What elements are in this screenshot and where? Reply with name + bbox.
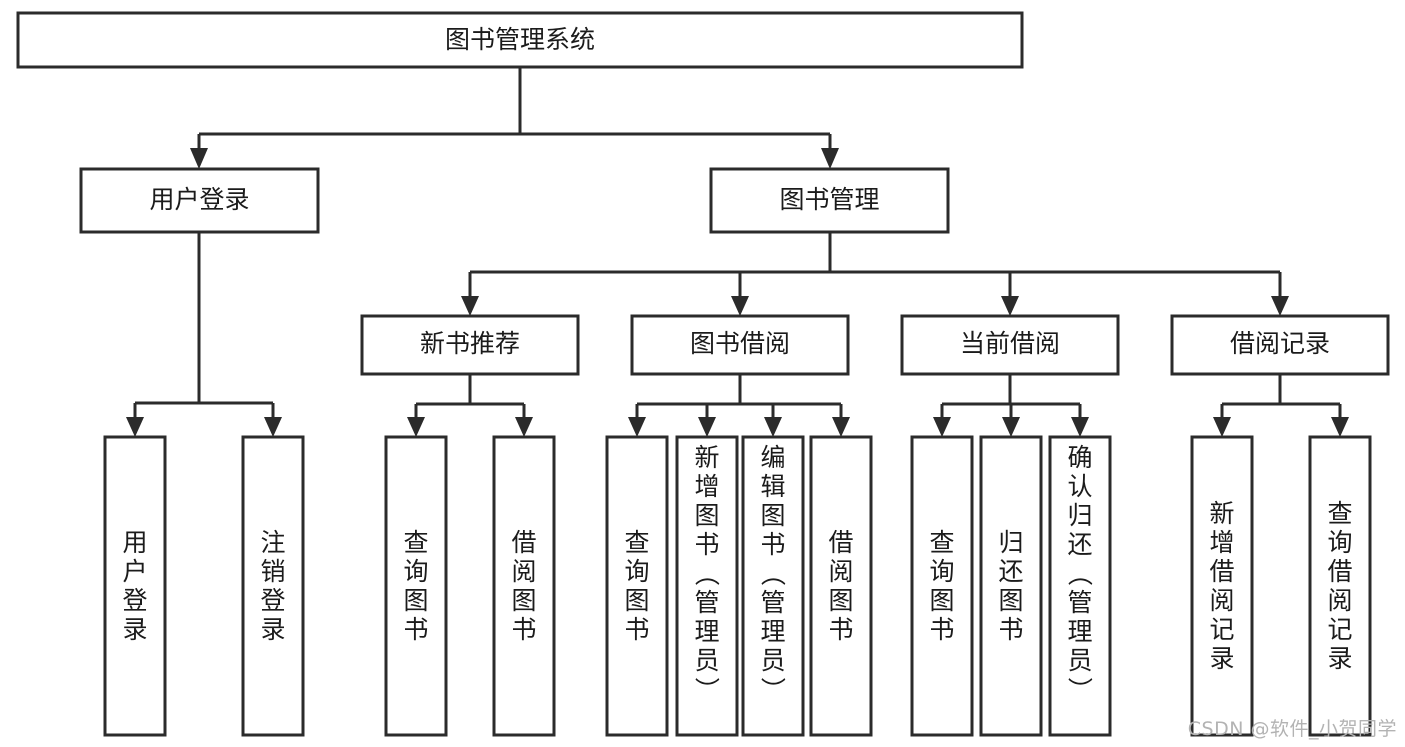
node-book-borrow-label: 图书借阅 (690, 329, 790, 358)
node-root[interactable] (16, 11, 1024, 69)
node-new-book-recommend-label: 新书推荐 (420, 329, 520, 358)
node-leaf-user-login[interactable] (103, 435, 167, 737)
arrow-head-leaf-query-book-3 (933, 417, 951, 437)
arrow-head-borrow-record (1271, 296, 1289, 316)
arrow-head-book-manage (821, 148, 839, 169)
node-leaf-add-book-admin[interactable] (675, 435, 739, 737)
node-root-label: 图书管理系统 (445, 25, 595, 54)
arrow-head-leaf-user-login (126, 417, 144, 437)
arrow-head-leaf-add-borrow-record (1213, 417, 1231, 437)
arrow-head-leaf-borrow-book-1 (515, 417, 533, 437)
arrow-head-leaf-add-book-admin (698, 417, 716, 437)
node-current-borrow[interactable] (900, 314, 1120, 376)
connector-group-book-manage (461, 232, 1289, 316)
node-leaf-query-book-2[interactable] (605, 435, 669, 737)
arrow-head-current-borrow (1001, 296, 1019, 316)
arrow-head-new-book-recommend (461, 296, 479, 316)
node-user-login[interactable] (79, 167, 320, 234)
node-borrow-record-label: 借阅记录 (1230, 329, 1330, 358)
arrow-head-leaf-query-borrow-record (1331, 417, 1349, 437)
node-book-manage-label: 图书管理 (779, 185, 879, 214)
node-book-borrow[interactable] (630, 314, 850, 376)
csdn-watermark: CSDN @软件_小贺同学 (1187, 718, 1397, 740)
arrow-head-leaf-return-book (1002, 417, 1020, 437)
arrow-head-leaf-confirm-return-admin (1071, 417, 1089, 437)
node-leaf-query-borrow-record[interactable] (1308, 435, 1372, 737)
node-leaf-edit-book-admin[interactable] (741, 435, 805, 737)
arrow-head-leaf-query-book-1 (407, 417, 425, 437)
connector-group-current-borrow (933, 374, 1089, 437)
node-leaf-add-borrow-record[interactable] (1190, 435, 1254, 737)
node-leaf-confirm-return-admin[interactable] (1048, 435, 1112, 737)
arrow-head-leaf-borrow-book-2 (832, 417, 850, 437)
connector-group-user-login (126, 232, 282, 437)
arrow-head-leaf-query-book-2 (628, 417, 646, 437)
node-new-book-recommend[interactable] (360, 314, 580, 376)
node-leaf-borrow-book-2[interactable] (809, 435, 873, 737)
node-leaf-query-book-1[interactable] (384, 435, 448, 737)
arrow-head-user-login (190, 148, 208, 169)
connector-group-new-book-recommend (407, 374, 533, 437)
node-current-borrow-label: 当前借阅 (960, 329, 1060, 358)
connector-group-book-borrow (628, 374, 850, 437)
arrow-head-leaf-logout-login (264, 417, 282, 437)
node-leaf-query-book-3[interactable] (910, 435, 974, 737)
node-book-manage[interactable] (709, 167, 950, 234)
arrow-head-leaf-edit-book-admin (764, 417, 782, 437)
node-user-login-label: 用户登录 (149, 185, 249, 214)
node-leaf-borrow-book-1[interactable] (492, 435, 556, 737)
node-leaf-return-book[interactable] (979, 435, 1043, 737)
node-leaf-logout-login[interactable] (241, 435, 305, 737)
node-borrow-record[interactable] (1170, 314, 1390, 376)
arrow-head-book-borrow (731, 296, 749, 316)
connector-group-root (190, 67, 839, 169)
connector-group-borrow-record (1213, 374, 1349, 437)
